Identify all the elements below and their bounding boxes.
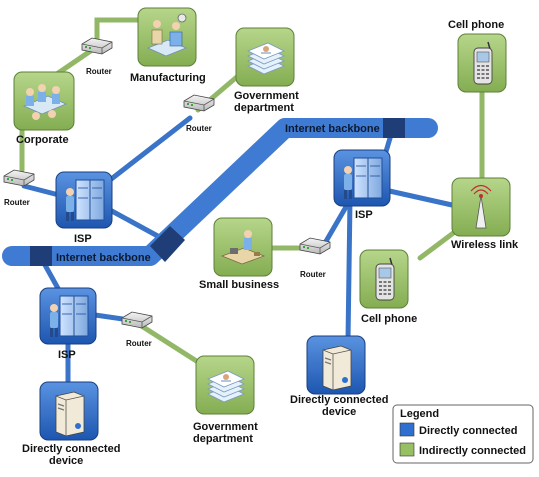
isp-right-label: ISP — [355, 209, 373, 221]
isp-left-node: ISP — [55, 171, 113, 245]
router-left-label: Router — [4, 198, 30, 207]
isp-right-node: ISP — [333, 149, 391, 221]
manufacturing-label: Manufacturing — [130, 72, 206, 84]
backbone-segment-right — [383, 118, 405, 138]
router-tl-label: Router — [86, 67, 112, 76]
documents-stack-icon — [235, 27, 295, 87]
documents-stack-icon — [195, 355, 255, 415]
link-isp-right-device — [345, 197, 353, 343]
gov-top-node: Government department — [234, 27, 299, 114]
router-icon — [3, 169, 35, 187]
gov-bottom-node: Government department — [193, 355, 258, 445]
legend-box — [392, 404, 534, 464]
device-right-label-2: device — [322, 406, 356, 418]
wireless-link-label: Wireless link — [451, 239, 519, 251]
gov-bottom-label-2: department — [193, 433, 253, 445]
meeting-icon — [13, 71, 75, 131]
link-router-isp-left — [21, 183, 58, 197]
gov-bottom-label-1: Government — [193, 421, 258, 433]
small-business-label: Small business — [199, 279, 279, 291]
backbone-label-top: Internet backbone — [285, 123, 380, 135]
device-left-label-1: Directly connected — [22, 443, 120, 455]
router-gov-top-label: Router — [186, 124, 212, 133]
cell-phone-top-node: Cell phone — [448, 19, 507, 93]
corporate-node: Corporate — [13, 71, 75, 146]
manufacturing-node: Manufacturing — [130, 7, 206, 84]
gov-top-label-2: department — [234, 102, 294, 114]
link-isp-left-router-gov — [107, 115, 193, 183]
router-bottom-label: Router — [126, 339, 152, 348]
router-left-node: Router — [3, 169, 35, 207]
router-icon — [121, 311, 153, 329]
gov-top-label-1: Government — [234, 90, 299, 102]
legend-label-indirect: Indirectly connected — [419, 445, 526, 457]
backbone-label-left: Internet backbone — [56, 252, 151, 264]
router-bottom-node: Router — [121, 311, 153, 348]
server-rack-icon — [55, 171, 113, 229]
router-tl-node: Router — [81, 37, 113, 76]
small-office-icon — [213, 217, 273, 277]
server-rack-icon — [39, 287, 97, 345]
internet-backbone: Internet backbone Internet backbone — [2, 118, 438, 266]
wireless-link-node: Wireless link — [451, 177, 519, 251]
cell-phone-mid-node: Cell phone — [359, 249, 417, 325]
link-isp-right-wireless — [382, 187, 455, 208]
isp-bottom-label: ISP — [58, 349, 76, 361]
legend-title: Legend — [400, 408, 439, 420]
device-left-node: Directly connected device — [22, 381, 120, 467]
isp-bottom-node: ISP — [39, 287, 97, 361]
device-left-label-2: device — [49, 455, 83, 467]
link-router-gov-bottom — [137, 322, 201, 365]
corporate-label: Corporate — [16, 134, 69, 146]
legend-swatch-indirect — [399, 442, 415, 457]
direct-connections — [21, 115, 455, 388]
backbone-pipe — [2, 118, 438, 266]
server-rack-icon — [333, 149, 391, 207]
backbone-segment-mid — [150, 226, 185, 262]
cell-phone-icon — [457, 33, 507, 93]
router-small-label: Router — [300, 270, 326, 279]
desktop-tower-icon — [39, 381, 99, 441]
legend-label-direct: Directly connected — [419, 425, 517, 437]
desktop-tower-icon — [306, 335, 366, 395]
device-right-node: Directly connected device — [290, 335, 388, 418]
legend-swatch-direct — [399, 422, 415, 437]
cell-phone-mid-label: Cell phone — [361, 313, 417, 325]
backbone-segment-left — [30, 246, 52, 266]
small-business-node: Small business — [199, 217, 279, 291]
device-right-label-1: Directly connected — [290, 394, 388, 406]
link-isp-left-backbone — [107, 207, 168, 243]
factory-workers-icon — [137, 7, 197, 67]
link-isp-right-router-small — [322, 197, 353, 246]
cell-phone-icon — [359, 249, 409, 309]
legend: Legend Directly connected Indirectly con… — [392, 404, 534, 464]
router-gov-top-node: Router — [183, 94, 215, 133]
antenna-icon — [451, 177, 511, 237]
isp-left-label: ISP — [74, 233, 92, 245]
cell-phone-top-label: Cell phone — [448, 19, 504, 31]
router-small-node: Router — [299, 237, 331, 279]
